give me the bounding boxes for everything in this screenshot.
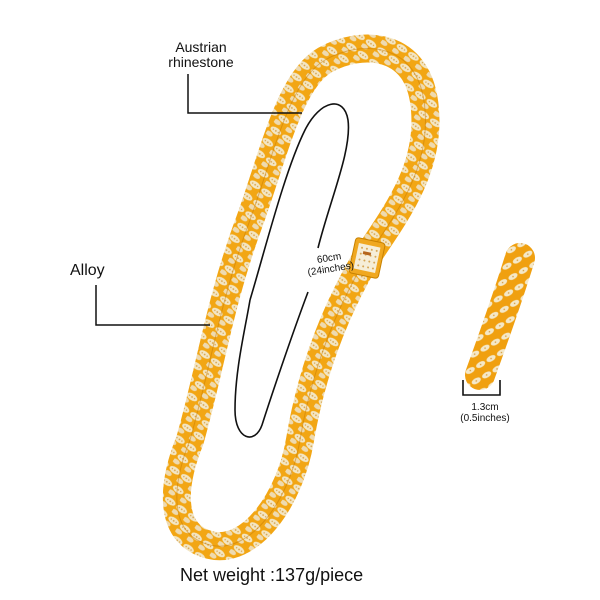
width-in: (0.5inches) [460, 413, 510, 424]
alloy-leader-line [95, 285, 210, 326]
width-cm: 1.3cm [471, 402, 499, 413]
net-weight-label: Net weight :137g/piece [180, 565, 364, 585]
alloy-label: Alloy [70, 262, 105, 279]
length-measure-line-bottom [234, 291, 309, 438]
rhinestone-label-line1: Austrian [175, 39, 227, 55]
width-label: 1.3cm (0.5inches) [455, 402, 515, 424]
width-measure-bracket [462, 380, 501, 396]
chain-detail-segment [465, 243, 535, 390]
length-measure-line-top [249, 103, 350, 301]
rhinestone-leader-line [187, 74, 302, 114]
rhinestone-label-line2: rhinestone [168, 54, 234, 71]
chain-loop [162, 34, 440, 561]
rhinestone-label: Austrian rhinestone [166, 39, 236, 71]
box-clasp [348, 237, 386, 279]
